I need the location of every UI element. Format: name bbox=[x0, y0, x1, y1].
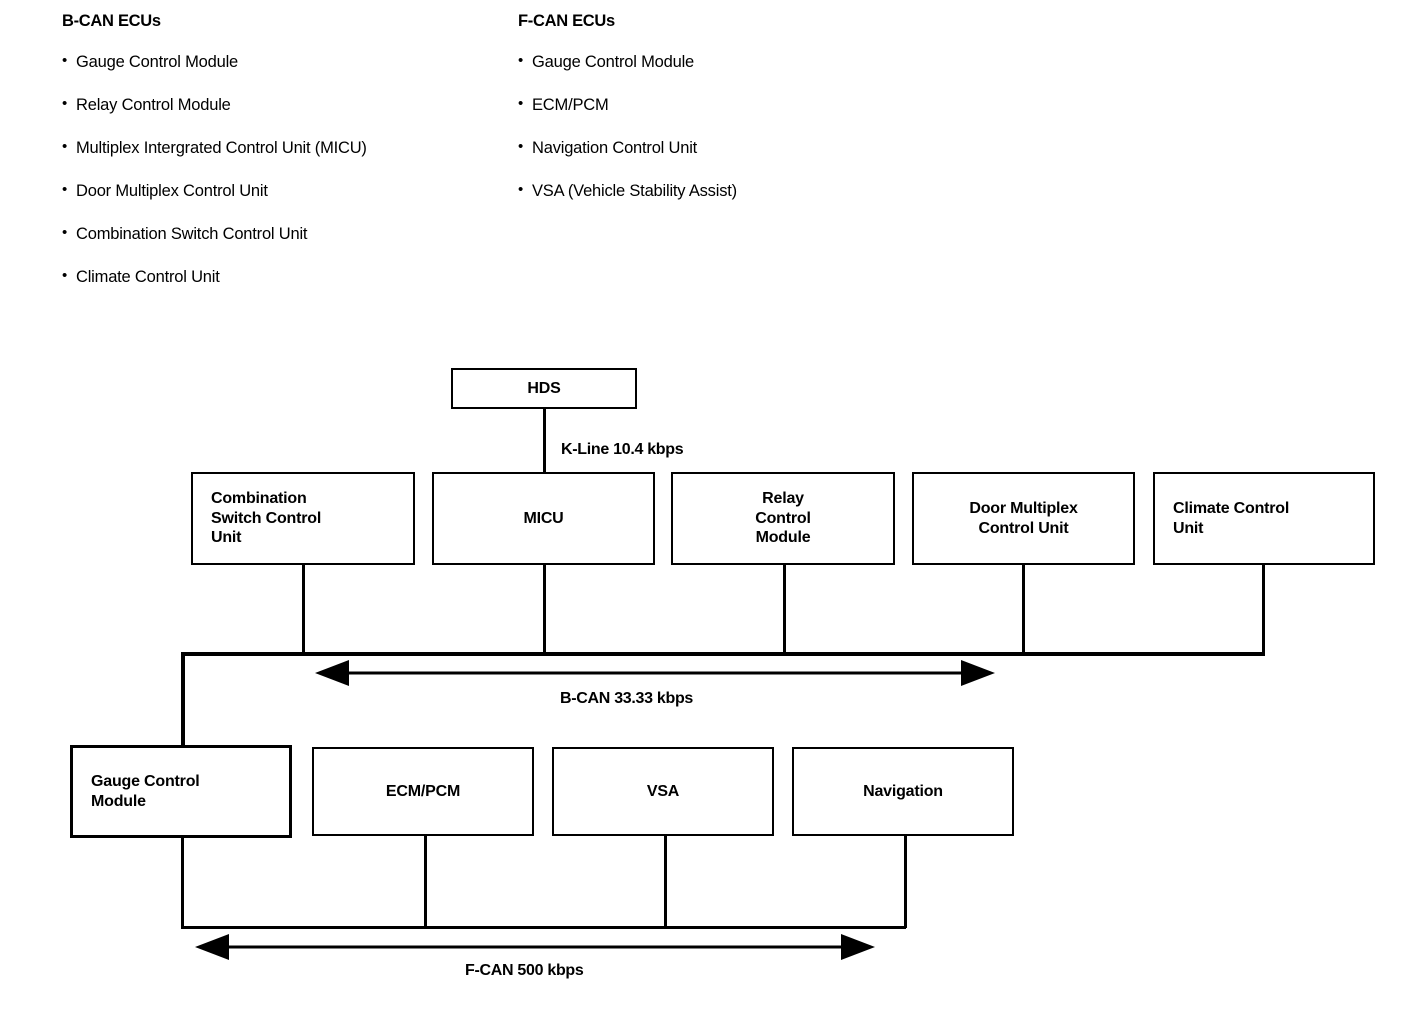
bcan-list-title: B-CAN ECUs bbox=[62, 12, 161, 30]
fcan-item-label: Gauge Control Module bbox=[532, 53, 695, 71]
node-hds[interactable]: HDS bbox=[451, 368, 637, 409]
node-micu-label: MICU bbox=[523, 509, 564, 527]
bullet-icon: • bbox=[518, 52, 524, 69]
node-navigation[interactable]: Navigation bbox=[792, 747, 1014, 836]
node-climate-control-unit[interactable]: Climate Control Unit bbox=[1153, 472, 1375, 565]
list-item: • VSA (Vehicle Stability Assist) bbox=[518, 182, 898, 201]
drop-door-multiplex bbox=[1022, 565, 1025, 655]
list-item: • Navigation Control Unit bbox=[518, 139, 898, 158]
bcan-item-label: Gauge Control Module bbox=[76, 53, 239, 71]
node-vsa-label: VSA bbox=[646, 782, 680, 800]
bullet-icon: • bbox=[62, 52, 68, 69]
drop-climate-control bbox=[1262, 565, 1265, 655]
node-navigation-label: Navigation bbox=[863, 782, 943, 800]
list-item: • Door Multiplex Control Unit bbox=[62, 182, 512, 201]
bullet-icon: • bbox=[62, 138, 68, 155]
kline-label: K-Line 10.4 kbps bbox=[561, 441, 684, 458]
node-gauge-control-module[interactable]: Gauge Control Module bbox=[70, 745, 292, 838]
drop-combination-switch bbox=[302, 565, 305, 655]
fcan-list-title: F-CAN ECUs bbox=[518, 12, 615, 30]
bcan-ecu-list: B-CAN ECUs • Gauge Control Module • Rela… bbox=[62, 12, 512, 311]
bullet-icon: • bbox=[62, 181, 68, 198]
fcan-bus-arrow bbox=[195, 934, 875, 960]
bcan-item-label: Door Multiplex Control Unit bbox=[76, 182, 268, 200]
node-door-multiplex-control-unit[interactable]: Door Multiplex Control Unit bbox=[912, 472, 1135, 565]
kline-connector bbox=[543, 409, 546, 472]
bullet-icon: • bbox=[518, 95, 524, 112]
node-gauge-control-module-label: Gauge Control Module bbox=[91, 772, 200, 810]
bcan-item-label: Multiplex Intergrated Control Unit (MICU… bbox=[76, 139, 367, 157]
fcan-item-label: ECM/PCM bbox=[532, 96, 609, 114]
bcan-item-label: Relay Control Module bbox=[76, 96, 231, 114]
node-combination-switch-control-unit-label: Combination Switch Control Unit bbox=[211, 490, 322, 547]
list-item: • Gauge Control Module bbox=[62, 53, 512, 72]
node-climate-control-unit-label: Climate Control Unit bbox=[1173, 499, 1290, 537]
drop-gauge-control-module bbox=[181, 838, 184, 928]
bcan-bus-label: B-CAN 33.33 kbps bbox=[560, 690, 694, 707]
list-item: • Relay Control Module bbox=[62, 96, 512, 115]
bcan-item-label: Combination Switch Control Unit bbox=[76, 225, 308, 243]
bcan-bus-line bbox=[181, 652, 1265, 656]
node-relay-control-module[interactable]: Relay Control Module bbox=[671, 472, 895, 565]
fcan-item-label: Navigation Control Unit bbox=[532, 139, 698, 157]
fcan-bus-line bbox=[181, 926, 906, 929]
node-relay-control-module-label: Relay Control Module bbox=[755, 490, 811, 547]
node-ecm-pcm[interactable]: ECM/PCM bbox=[312, 747, 534, 836]
fcan-ecu-list: F-CAN ECUs • Gauge Control Module • ECM/… bbox=[518, 12, 898, 225]
bcan-item-label: Climate Control Unit bbox=[76, 268, 220, 286]
node-micu[interactable]: MICU bbox=[432, 472, 655, 565]
bullet-icon: • bbox=[62, 267, 68, 284]
list-item: • Combination Switch Control Unit bbox=[62, 225, 512, 244]
bullet-icon: • bbox=[62, 95, 68, 112]
drop-micu bbox=[543, 565, 546, 655]
list-item: • Climate Control Unit bbox=[62, 268, 512, 287]
node-hds-label: HDS bbox=[527, 379, 561, 397]
node-combination-switch-control-unit[interactable]: Combination Switch Control Unit bbox=[191, 472, 415, 565]
bullet-icon: • bbox=[518, 181, 524, 198]
node-ecm-pcm-label: ECM/PCM bbox=[385, 782, 461, 800]
node-door-multiplex-control-unit-label: Door Multiplex Control Unit bbox=[969, 499, 1078, 537]
drop-relay-control bbox=[783, 565, 786, 655]
bullet-icon: • bbox=[518, 138, 524, 155]
fcan-bus-label: F-CAN 500 kbps bbox=[465, 962, 584, 979]
list-item: • ECM/PCM bbox=[518, 96, 898, 115]
list-item: • Gauge Control Module bbox=[518, 53, 898, 72]
fcan-item-label: VSA (Vehicle Stability Assist) bbox=[532, 182, 737, 200]
bcan-bus-left-leg bbox=[181, 652, 185, 747]
bullet-icon: • bbox=[62, 224, 68, 241]
bcan-bus-arrow bbox=[315, 660, 995, 686]
drop-navigation bbox=[904, 836, 907, 928]
drop-vsa bbox=[664, 836, 667, 928]
drop-ecm-pcm bbox=[424, 836, 427, 928]
list-item: • Multiplex Intergrated Control Unit (MI… bbox=[62, 139, 512, 158]
node-vsa[interactable]: VSA bbox=[552, 747, 774, 836]
